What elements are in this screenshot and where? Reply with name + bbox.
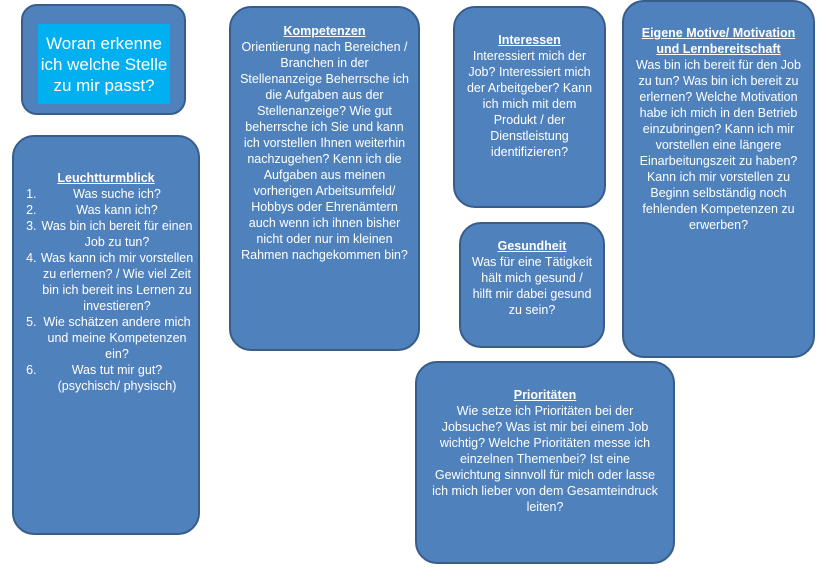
kompetenzen-title: Kompetenzen (283, 24, 366, 38)
list-item: Was bin ich bereit für einen Job zu tun? (40, 218, 198, 250)
leuchtturmblick-box: Leuchtturmblick Was suche ich? Was kann … (12, 135, 200, 535)
interessen-text: Interessiert mich der Job? Interessiert … (466, 49, 593, 159)
list-item: Was tut mir gut? (psychisch/ physisch) (40, 362, 198, 394)
interessen-title: Interessen (498, 33, 561, 47)
kompetenzen-box: Kompetenzen Orientierung nach Bereichen … (229, 6, 420, 351)
prioritaeten-text: Wie setze ich Prioritäten bei der Jobsuc… (432, 404, 658, 514)
list-item: Was suche ich? (40, 186, 198, 202)
gesundheit-text: Was für eine Tätigkeit hält mich gesund … (471, 255, 593, 317)
prioritaeten-title: Prioritäten (513, 388, 577, 402)
interessen-box: Interessen Interessiert mich der Job? In… (453, 6, 606, 208)
motive-text: Was bin ich bereit für den Job zu tun? W… (636, 58, 801, 232)
prioritaeten-box: Prioritäten Wie setze ich Prioritäten be… (415, 361, 675, 564)
list-item: Was kann ich mir vorstellen zu erlernen?… (40, 250, 198, 314)
gesundheit-title: Gesundheit (497, 239, 567, 253)
gesundheit-box: Gesundheit Was für eine Tätigkeit hält m… (459, 222, 605, 348)
list-item: Was kann ich? (40, 202, 198, 218)
list-item: Wie schätzen andere mich und meine Kompe… (40, 314, 198, 362)
kompetenzen-text: Orientierung nach Bereichen / Branchen i… (240, 40, 409, 262)
motive-box: Eigene Motive/ Motivation und Lernbereit… (622, 0, 815, 358)
leuchtturmblick-title: Leuchtturmblick (57, 171, 155, 185)
leuchtturmblick-list: Was suche ich? Was kann ich? Was bin ich… (14, 186, 198, 394)
motive-title: Eigene Motive/ Motivation und Lernbereit… (641, 26, 796, 56)
question-text: Woran erkenne ich welche Stelle zu mir p… (38, 24, 170, 104)
